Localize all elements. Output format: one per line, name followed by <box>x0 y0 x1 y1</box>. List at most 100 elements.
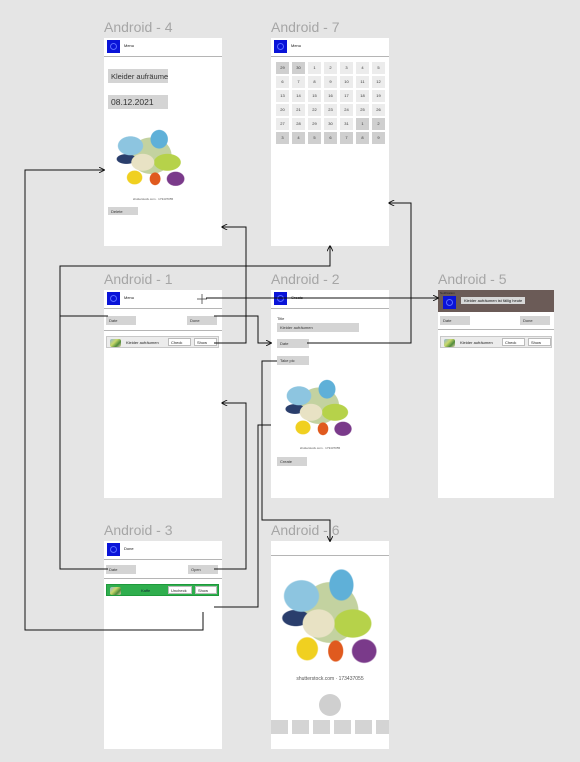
uncheck-button[interactable]: Uncheck <box>168 586 192 594</box>
calendar-day[interactable]: 31 <box>340 118 353 130</box>
calendar-day[interactable]: 15 <box>308 90 321 102</box>
screen-android-2: Create Title Kleider aufräumen Date Take… <box>271 290 389 498</box>
calendar-day[interactable]: 27 <box>276 118 289 130</box>
calendar-day[interactable]: 10 <box>340 76 353 88</box>
calendar-day[interactable]: 22 <box>308 104 321 116</box>
calendar-day[interactable]: 4 <box>356 62 369 74</box>
app-logo-icon <box>443 296 456 309</box>
sort-date-button[interactable]: Date <box>440 316 470 325</box>
laundry-photo <box>110 126 192 192</box>
sort-date-button[interactable]: Date <box>106 565 136 574</box>
photo-credit: shutterstock.com · 173437055 <box>296 676 364 682</box>
calendar-day[interactable]: 1 <box>308 62 321 74</box>
calendar-day[interactable]: 20 <box>276 104 289 116</box>
task-date-field[interactable]: 08.12.2021 <box>108 95 168 109</box>
calendar-day[interactable]: 9 <box>324 76 337 88</box>
calendar-day[interactable]: 8 <box>308 76 321 88</box>
calendar-day[interactable]: 11 <box>356 76 369 88</box>
connector-a2-pic-to-a6 <box>261 360 330 541</box>
thumbnail-tile[interactable] <box>355 720 372 734</box>
calendar-day[interactable]: 13 <box>276 90 289 102</box>
frame-title-android-1: Android - 1 <box>104 271 173 287</box>
thumbnail-tile[interactable] <box>313 720 330 734</box>
divider <box>438 329 554 330</box>
thumbnail-tile[interactable] <box>334 720 351 734</box>
app-logo-icon[interactable] <box>107 40 120 53</box>
divider <box>104 578 222 579</box>
calendar-day[interactable]: 14 <box>292 90 305 102</box>
create-button[interactable]: Create <box>277 457 307 466</box>
calendar-day[interactable]: 4 <box>292 132 305 144</box>
calendar-day[interactable]: 26 <box>372 104 385 116</box>
calendar-day[interactable]: 29 <box>308 118 321 130</box>
list-item[interactable]: Kleider aufräumen Check Show <box>440 336 552 348</box>
calendar-day[interactable]: 21 <box>292 104 305 116</box>
calendar-day[interactable]: 30 <box>292 62 305 74</box>
calendar-day[interactable]: 17 <box>340 90 353 102</box>
calendar-day[interactable]: 6 <box>276 76 289 88</box>
add-icon[interactable] <box>196 293 208 305</box>
calendar-day[interactable]: 25 <box>356 104 369 116</box>
calendar-day[interactable]: 12 <box>372 76 385 88</box>
calendar-day[interactable]: 29 <box>276 62 289 74</box>
item-label: Kleider aufräumen <box>460 340 493 345</box>
task-name-field[interactable]: Kleider aufräumen <box>108 69 168 83</box>
calendar-day[interactable]: 6 <box>324 132 337 144</box>
check-button[interactable]: Check <box>502 338 525 346</box>
calendar-day[interactable]: 2 <box>372 118 385 130</box>
frame-title-android-6: Android - 6 <box>271 522 340 538</box>
sort-done-button[interactable]: Done <box>187 316 217 325</box>
show-button[interactable]: Show <box>194 338 217 346</box>
calendar-day[interactable]: 7 <box>292 76 305 88</box>
notification-banner[interactable]: Notification Kleider aufräumen ist fälli… <box>438 290 554 312</box>
thumbnail-tile[interactable] <box>292 720 309 734</box>
sort-date-button[interactable]: Date <box>106 316 136 325</box>
calendar-day[interactable]: 1 <box>356 118 369 130</box>
app-logo-icon[interactable] <box>274 40 287 53</box>
show-button[interactable]: Show <box>195 586 217 594</box>
calendar-day[interactable]: 23 <box>324 104 337 116</box>
take-pic-button[interactable]: Take pic <box>277 356 309 365</box>
date-button[interactable]: Date <box>277 339 309 348</box>
calendar-day[interactable]: 2 <box>324 62 337 74</box>
calendar-day[interactable]: 5 <box>308 132 321 144</box>
calendar-day[interactable]: 5 <box>372 62 385 74</box>
item-thumbnail-icon <box>110 587 121 595</box>
camera-shutter-button[interactable] <box>319 694 341 716</box>
check-button[interactable]: Check <box>168 338 191 346</box>
calendar-day[interactable]: 9 <box>372 132 385 144</box>
calendar-day[interactable]: 24 <box>340 104 353 116</box>
show-button[interactable]: Show <box>528 338 551 346</box>
screen-android-1: Menu Date Done Kleider aufräumen Check S… <box>104 290 222 498</box>
delete-button[interactable]: Delete <box>108 207 138 215</box>
thumbnail-tile[interactable] <box>271 720 288 734</box>
item-label: Kleider aufräumen <box>126 340 159 345</box>
calendar-day[interactable]: 3 <box>276 132 289 144</box>
calendar-day[interactable]: 3 <box>340 62 353 74</box>
app-bar-label: Menu <box>124 295 135 300</box>
laundry-photo <box>279 376 359 442</box>
list-item[interactable]: Kaffe Uncheck Show <box>106 584 219 596</box>
connector-a3-show-to-a2 <box>214 424 271 608</box>
calendar-day[interactable]: 8 <box>356 132 369 144</box>
calendar-day[interactable]: 18 <box>356 90 369 102</box>
title-label: Title <box>277 316 285 321</box>
screen-android-4: Menu Kleider aufräumen 08.12.2021 shutte… <box>104 38 222 246</box>
connector-a3-to-a1 <box>214 403 247 570</box>
thumbnail-tile[interactable] <box>376 720 389 734</box>
photo-credit: shutterstock.com · 173437055 <box>132 197 174 201</box>
notification-message: Kleider aufräumen ist fällig heute <box>461 297 526 304</box>
frame-title-android-7: Android - 7 <box>271 19 340 35</box>
calendar-day[interactable]: 19 <box>372 90 385 102</box>
calendar-day[interactable]: 30 <box>324 118 337 130</box>
calendar-day[interactable]: 16 <box>324 90 337 102</box>
sort-done-button[interactable]: Done <box>520 316 550 325</box>
list-item[interactable]: Kleider aufräumen Check Show <box>106 336 219 348</box>
calendar-day[interactable]: 28 <box>292 118 305 130</box>
app-logo-icon[interactable] <box>107 292 120 305</box>
title-input[interactable]: Kleider aufräumen <box>277 323 359 332</box>
sort-open-button[interactable]: Open <box>188 565 218 574</box>
calendar-day[interactable]: 7 <box>340 132 353 144</box>
connector-a3-to-a4 <box>24 170 204 631</box>
app-logo-icon[interactable] <box>107 543 120 556</box>
